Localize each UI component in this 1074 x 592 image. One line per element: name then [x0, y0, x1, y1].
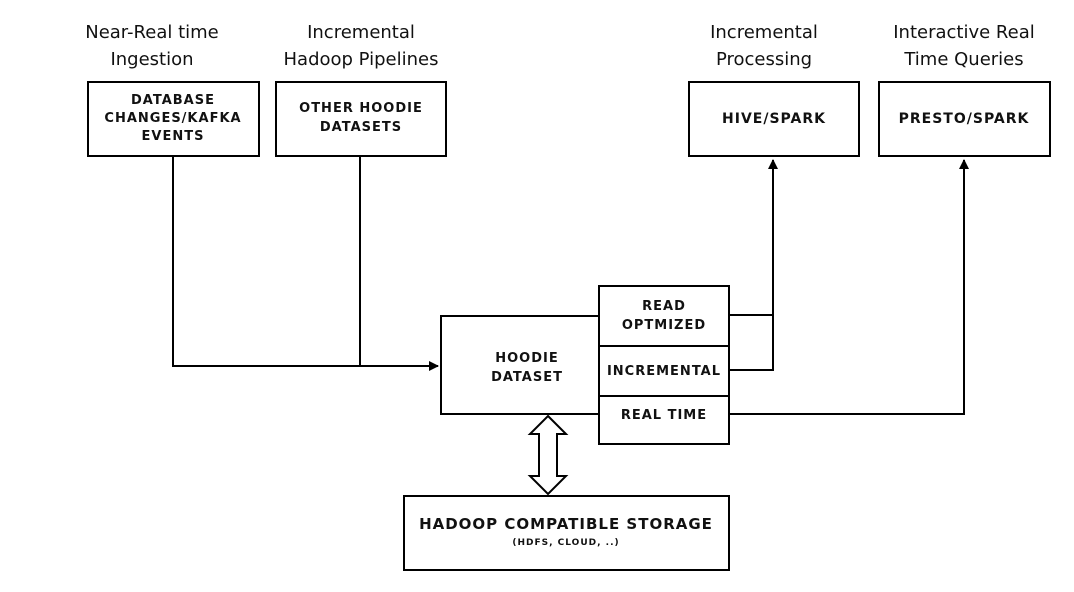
storage-double-arrow-icon: [527, 414, 569, 496]
hive-spark-box: HIVE/SPARK: [688, 81, 860, 157]
header-interactive-line2: Time Queries: [903, 49, 1023, 70]
other-hoodie-box-line1: OTHER HOODIE: [299, 101, 423, 116]
database-box-line3: EVENTS: [142, 129, 205, 144]
other-hoodie-to-hoodie-line: [359, 156, 439, 371]
database-box-line1: DATABASE: [131, 93, 215, 108]
header-incremental-pipelines-line1: Incremental: [307, 22, 415, 43]
other-hoodie-datasets-box: OTHER HOODIE DATASETS: [275, 81, 447, 157]
other-hoodie-box-line2: DATASETS: [320, 120, 402, 135]
incremental-to-hive-line: [729, 159, 778, 371]
read-optimized-view: READ OPTMIZED: [598, 285, 730, 347]
storage-title: HADOOP COMPATIBLE STORAGE: [419, 515, 713, 533]
header-near-real-time-line2: Ingestion: [110, 49, 193, 70]
real-time-label: REAL TIME: [621, 408, 707, 423]
real-time-view: REAL TIME: [598, 395, 730, 445]
presto-spark-box: PRESTO/SPARK: [878, 81, 1051, 157]
database-box-line2: CHANGES/KAFKA: [104, 111, 241, 126]
read-optimized-line1: READ: [642, 299, 686, 314]
incremental-view: INCREMENTAL: [598, 345, 730, 397]
hive-spark-label: HIVE/SPARK: [722, 111, 826, 127]
storage-subtitle: (HDFS, CLOUD, ..): [512, 538, 619, 548]
header-near-real-time-line1: Near-Real time: [85, 22, 219, 43]
header-incremental-processing-line2: Processing: [716, 49, 812, 70]
database-changes-kafka-box: DATABASE CHANGES/KAFKA EVENTS: [87, 81, 260, 157]
presto-spark-label: PRESTO/SPARK: [899, 111, 1030, 127]
header-incremental-processing-line1: Incremental: [710, 22, 818, 43]
hoodie-dataset-line2: DATASET: [491, 370, 563, 385]
hadoop-compatible-storage-box: HADOOP COMPATIBLE STORAGE (HDFS, CLOUD, …: [403, 495, 730, 571]
read-optimized-line2: OPTMIZED: [622, 318, 706, 333]
hoodie-dataset-line1: HOODIE: [495, 351, 559, 366]
real-time-to-presto-line: [729, 159, 969, 415]
hoodie-dataset-box: HOODIE DATASET: [440, 315, 600, 415]
incremental-label: INCREMENTAL: [607, 364, 721, 379]
database-to-hoodie-line: [172, 156, 360, 367]
header-incremental-pipelines-line2: Hadoop Pipelines: [284, 49, 439, 70]
header-interactive-line1: Interactive Real: [893, 22, 1035, 43]
